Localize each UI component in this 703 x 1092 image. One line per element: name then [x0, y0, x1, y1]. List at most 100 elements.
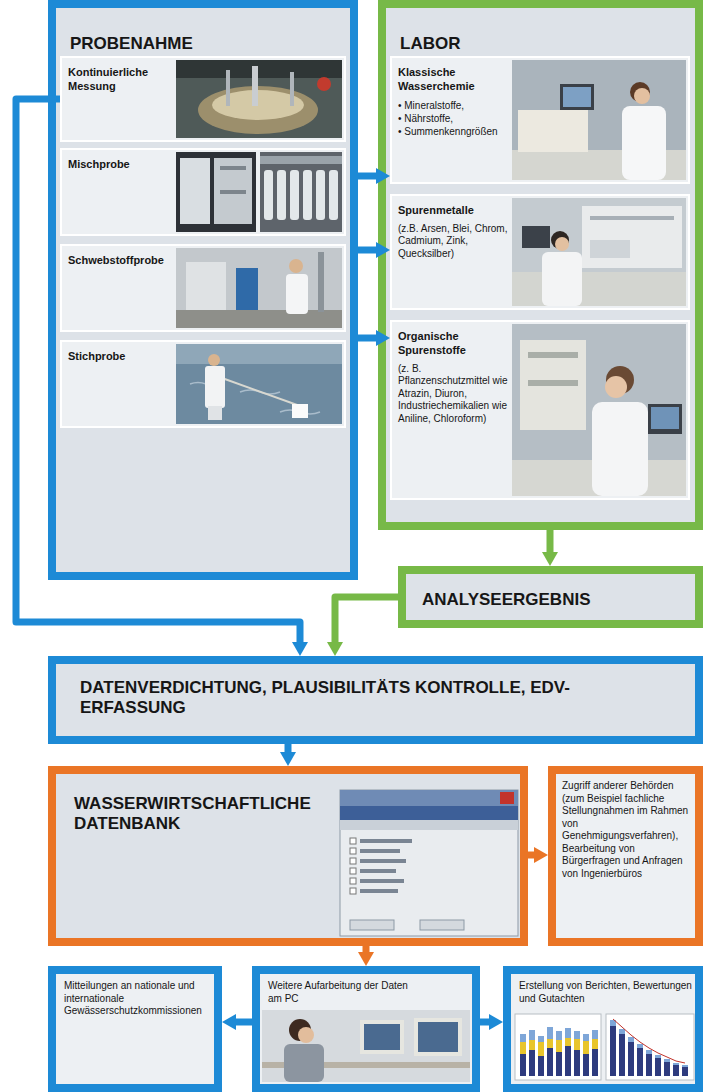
flow-arrow: [358, 173, 376, 180]
photo-part: [176, 60, 342, 78]
photo-part: [264, 170, 273, 220]
flow-arrow: [16, 99, 300, 642]
photo-part: [590, 240, 630, 258]
photo-part: [582, 206, 682, 268]
box-heading: Mischprobe: [68, 158, 174, 172]
box-text: Weitere Aufarbeitung der Daten am PC: [268, 980, 418, 1005]
photo-part: [512, 60, 686, 180]
photo-part: [290, 72, 294, 106]
flow-arrow: [285, 744, 292, 752]
photo-part: [176, 344, 342, 424]
photo-part: [590, 216, 674, 220]
chart-part: [515, 1014, 601, 1080]
photo-part: [634, 88, 650, 104]
photo-part: [277, 170, 286, 220]
photo-part: [205, 366, 225, 408]
photo-part: [648, 404, 682, 434]
panel-heading: LABOR: [400, 34, 660, 54]
photo-part: [418, 1022, 458, 1052]
flow-arrow: [236, 1019, 252, 1026]
screenshot-part: [350, 868, 356, 874]
screenshot-part: [350, 838, 356, 844]
photo-part: [220, 190, 246, 194]
photo-part: [226, 70, 230, 106]
box-text: Zugriff anderer Behörden (zum Beispiel f…: [562, 780, 689, 880]
box-heading: Schwebstoffprobe: [68, 254, 174, 268]
photo-part: [651, 407, 679, 429]
chart-bars: [520, 1027, 598, 1042]
result-box: ANALYSEERGEBNIS: [398, 566, 703, 628]
flow-arrow: [528, 852, 534, 859]
panel-heading: ANALYSEERGEBNIS: [422, 590, 692, 610]
screenshot-part: [360, 869, 396, 873]
photo-part: [414, 1018, 462, 1056]
photo-part: [286, 274, 308, 314]
photo-part: [303, 170, 312, 220]
screenshot-part: [360, 849, 400, 853]
box-heading: Stichprobe: [68, 350, 174, 364]
photo-part: [186, 262, 226, 310]
photo-part: [364, 1024, 400, 1050]
photo-part: [284, 1044, 324, 1082]
photo-part: [512, 198, 686, 306]
box-text: (z.B. Arsen, Blei, Chrom, Cadmium, Zink,…: [398, 223, 510, 261]
photo-part: [214, 158, 252, 224]
photo-part: [290, 170, 299, 220]
photo-part: [208, 354, 220, 366]
photo-part: [176, 60, 342, 138]
box-heading: Spurenmetalle: [398, 204, 510, 218]
photo-part: [260, 152, 342, 232]
photo-part: [528, 352, 578, 358]
screenshot-part: [360, 859, 406, 863]
photo-part: [298, 1027, 314, 1043]
photo-part: [542, 252, 582, 306]
photo-part: [512, 324, 686, 496]
box-heading: Klassische Wasserchemie: [398, 66, 510, 94]
photo-part: [512, 272, 686, 306]
photo-part: [260, 156, 342, 164]
flow-arrow: [358, 247, 376, 254]
screenshot-part: [350, 878, 356, 884]
process-band: DATENVERDICHTUNG, PLAUSIBILITÄTS KONTROL…: [48, 656, 703, 744]
photo-part: [318, 252, 324, 312]
photo-part: [262, 1010, 470, 1082]
photo-part: [208, 406, 222, 420]
photo-part: [289, 259, 303, 273]
box-text: (z. B. Pflanzenschutzmittel wie Atrazin,…: [398, 363, 510, 426]
screenshot-part: [350, 888, 356, 894]
photo-part: [528, 380, 578, 386]
screenshot-part: [350, 920, 394, 930]
photo-part: [555, 237, 569, 251]
photo-part: [180, 158, 210, 224]
photo-part: [176, 248, 342, 328]
chart-part: [606, 1014, 694, 1080]
photo-part: [520, 340, 586, 430]
bullet-item: • Nährstoffe,: [398, 112, 510, 125]
flow-arrow: [547, 530, 554, 552]
photo-part: [605, 376, 627, 398]
photo-part: [176, 344, 342, 364]
screenshot-part: [340, 790, 518, 806]
box-heading: Kontinuierliche Messung: [68, 66, 174, 94]
photo-part: [622, 106, 666, 180]
photo-part: [329, 170, 338, 220]
screenshot-part: [340, 820, 518, 830]
photo-part: [252, 66, 258, 106]
photo-part: [176, 152, 256, 232]
screenshot-part: [350, 848, 356, 854]
screenshot-part: [360, 889, 398, 893]
screenshot-part: [350, 858, 356, 864]
photo-part: [518, 110, 588, 152]
output-box: Mitteilungen an nationale und internatio…: [48, 966, 222, 1092]
bullet-item: • Summenkenngrößen: [398, 125, 510, 138]
flow-arrow: [335, 597, 398, 642]
box-heading: Organische Spurenstoffe: [398, 330, 510, 358]
photo-part: [592, 402, 648, 496]
screenshot-part: [420, 920, 464, 930]
access-box: Zugriff anderer Behörden (zum Beispiel f…: [548, 766, 703, 946]
screenshot-part: [360, 839, 412, 843]
screenshot-part: [500, 792, 514, 804]
bullet-item: • Mineralstoffe,: [398, 99, 510, 112]
photo-part: [317, 77, 331, 91]
